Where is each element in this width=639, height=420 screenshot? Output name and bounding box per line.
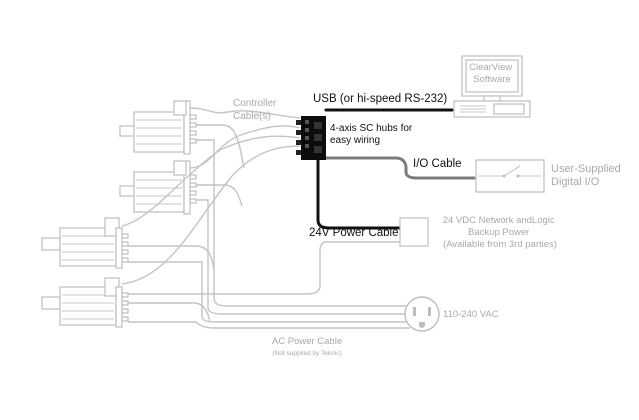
computer <box>453 55 531 118</box>
io-cable <box>318 156 476 180</box>
power-cable-label: 24V Power Cable <box>309 227 399 239</box>
ac-outlet <box>404 296 440 332</box>
motor-2 <box>119 160 197 215</box>
motor-3 <box>41 217 129 269</box>
backup-power-label: 24 VDC Network andLogic Backup Power (Av… <box>443 215 558 250</box>
io-cable-label: I/O Cable <box>413 158 462 170</box>
sc-hub <box>296 116 326 160</box>
motor-4 <box>41 277 129 328</box>
backup-power-line <box>128 241 400 295</box>
ac-cable-label: AC Power Cable <box>272 336 342 347</box>
hub-label: 4-axis SC hubs for easy wiring <box>330 123 415 146</box>
controller-cables <box>121 107 301 323</box>
digital-io-box <box>475 159 545 193</box>
usb-label: USB (or hi-speed RS-232) <box>313 93 447 105</box>
controller-cables-label: Controller Cable(s) <box>233 98 279 122</box>
backup-power-line1: 24 VDC Network andLogic <box>443 215 555 226</box>
controller-cables-text: Controller Cable(s) <box>233 98 279 122</box>
power-cable <box>316 158 402 230</box>
ac-cable-note: (Not supplied by Teknic) <box>272 350 341 357</box>
backup-power-line2: Backup Power <box>468 227 529 238</box>
vac-label: 110-240 VAC <box>443 309 499 320</box>
user-io-label: User-Supplied Digital I/O <box>551 163 624 188</box>
ac-power-cables <box>128 139 410 329</box>
motor-1 <box>119 100 197 155</box>
backup-power-line3: (Available from 3rd parties) <box>443 239 557 250</box>
clearview-label: ClearView Software <box>469 62 515 85</box>
power-supply-box <box>399 217 429 247</box>
